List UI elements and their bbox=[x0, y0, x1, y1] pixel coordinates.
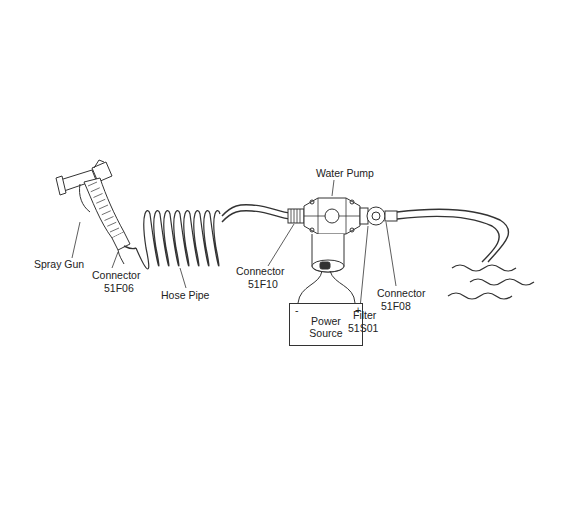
part-name: Spray Gun bbox=[34, 258, 84, 270]
part-code: 51F06 bbox=[104, 282, 134, 294]
grip-line bbox=[96, 199, 105, 203]
grip-line bbox=[88, 182, 97, 186]
spray-gun bbox=[56, 160, 130, 264]
part-name: Filter bbox=[353, 309, 376, 321]
part-code: 51F10 bbox=[248, 278, 278, 290]
grip-line bbox=[107, 222, 116, 226]
part-code: 51S01 bbox=[348, 322, 378, 334]
grip-line bbox=[105, 217, 114, 221]
water bbox=[448, 265, 534, 299]
grip-line bbox=[110, 228, 119, 232]
hose-coil bbox=[136, 211, 220, 269]
grip-line bbox=[94, 194, 103, 198]
grip-line bbox=[99, 205, 108, 209]
node-text: Power Source bbox=[300, 315, 352, 339]
leader-lines bbox=[72, 180, 396, 308]
part-name: Hose Pipe bbox=[161, 289, 209, 301]
coil-stroke bbox=[136, 211, 220, 269]
part-name: Connector bbox=[236, 265, 284, 277]
part-name: Water Pump bbox=[316, 167, 374, 179]
terminal-sign: - bbox=[295, 304, 299, 316]
part-name: Connector bbox=[377, 287, 425, 299]
grip-line bbox=[102, 211, 111, 215]
part-code: 51F08 bbox=[381, 300, 411, 312]
grip-line bbox=[91, 188, 100, 192]
part-name: Connector bbox=[92, 269, 140, 281]
